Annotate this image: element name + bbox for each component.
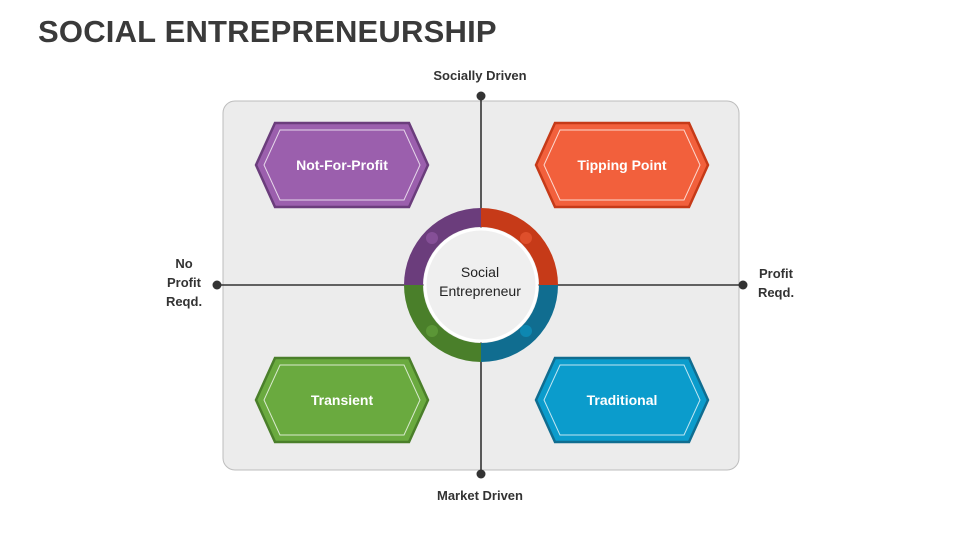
- axis-label-left: No Profit Reqd.: [150, 254, 218, 311]
- axis-label-top: Socially Driven: [433, 68, 527, 83]
- axis-endpoint-left: [212, 280, 222, 290]
- page-title: SOCIAL ENTREPRENEURSHIP: [38, 14, 497, 49]
- ring-dot-top-right: [520, 232, 532, 244]
- ring-dot-top-left: [426, 232, 438, 244]
- hexagon-tipping-point: [534, 121, 710, 209]
- ring-segment-top-right: [481, 208, 558, 285]
- axis-label-left-line: No: [175, 256, 193, 271]
- quadrant-label-traditional: Traditional: [586, 392, 658, 408]
- center-circle: [423, 227, 539, 343]
- ring-dot-bottom-right: [520, 325, 532, 337]
- hexagon-transient: [254, 356, 430, 444]
- ring-segment-bottom-left: [404, 285, 481, 362]
- quadrant-label-transient: Transient: [310, 392, 374, 408]
- ring-segment-bottom-right: [481, 285, 558, 362]
- center-label-line: Social: [460, 264, 500, 280]
- ring-dot-bottom-left: [426, 325, 438, 337]
- axis-label-right-line: Reqd.: [757, 285, 795, 300]
- axis-label-right: Profit Reqd.: [744, 264, 808, 302]
- axis-label-bottom: Market Driven: [437, 488, 523, 503]
- axis-endpoint-bottom: [476, 469, 486, 479]
- quadrant-label-tipping-point: Tipping Point: [577, 157, 667, 173]
- center-label-line: Entrepreneur: [439, 283, 521, 299]
- hexagon-not-for-profit: [254, 121, 430, 209]
- ring-segment-top-left: [404, 208, 481, 285]
- center-label: Social Entrepreneur: [420, 263, 540, 301]
- hexagon-traditional: [534, 356, 710, 444]
- axis-endpoint-top: [476, 91, 486, 101]
- axis-label-left-line: Reqd.: [165, 294, 203, 309]
- axis-endpoint-right: [738, 280, 748, 290]
- axis-label-right-line: Profit: [759, 266, 793, 281]
- axis-label-left-line: Profit: [167, 275, 201, 290]
- quadrant-label-not-for-profit: Not-For-Profit: [296, 157, 388, 173]
